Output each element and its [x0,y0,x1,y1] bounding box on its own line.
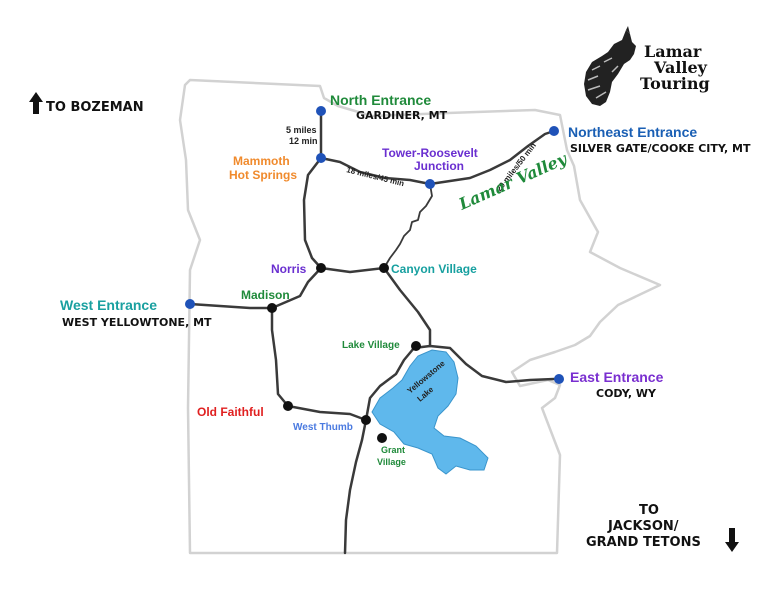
distance-gardiner-mammoth-line1: 5 miles [286,125,317,135]
tower-roosevelt-label-line2[interactable]: Junction [414,159,464,173]
road-west-madison [188,302,274,310]
road-oldfaithful-westthumb [286,404,368,422]
old-faithful-dot[interactable] [283,401,293,411]
logo-text-line3: Touring [640,74,710,93]
road-south [343,418,368,555]
logo-text-line2: Valley [654,58,707,77]
silver-gate-label: SILVER GATE/COOKE CITY, MT [570,142,751,155]
norris-label[interactable]: Norris [271,262,307,276]
tower-roosevelt-dot[interactable] [425,179,435,189]
road-lake-east [428,344,556,384]
mammoth-label-line1[interactable]: Mammoth [233,154,290,168]
yellowstone-lake [371,349,489,475]
west-yellowstone-label: WEST YELLOWTONE, MT [62,316,212,329]
north-entrance-dot[interactable] [316,106,326,116]
canyon-village-label[interactable]: Canyon Village [391,262,477,276]
tower-roosevelt-label-line1[interactable]: Tower-Roosevelt [382,146,478,160]
madison-dot[interactable] [267,303,277,313]
to-label: TO [639,503,659,518]
mammoth-label-line2[interactable]: Hot Springs [229,168,297,182]
road-canyon-lake [382,266,432,348]
road-mammoth-norris [302,156,323,270]
east-entrance-dot[interactable] [554,374,564,384]
road-tower-canyon [383,183,433,269]
road-norris-canyon [319,266,386,274]
road-tower-northeast [428,129,556,186]
west-entrance-dot[interactable] [185,299,195,309]
lake-village-dot[interactable] [411,341,421,351]
old-faithful-label[interactable]: Old Faithful [197,405,264,419]
grant-village-label-line2[interactable]: Village [377,457,406,467]
grant-village-dot[interactable] [377,433,387,443]
distance-gardiner-mammoth-line2: 12 min [289,136,318,146]
west-entrance-label[interactable]: West Entrance [60,297,157,313]
road-norris-madison [270,266,323,310]
mammoth-dot[interactable] [316,153,326,163]
jackson-label: JACKSON/ [608,519,679,534]
madison-label[interactable]: Madison [241,288,290,302]
grant-village-label-line1[interactable]: Grant [381,445,406,455]
north-entrance-label[interactable]: North Entrance [330,92,432,108]
north-arrow-icon [29,92,43,114]
northeast-entrance-dot[interactable] [549,126,559,136]
road-mammoth-tower [319,156,432,186]
east-entrance-label[interactable]: East Entrance [570,369,664,385]
howling-wolf-icon [584,26,636,106]
to-bozeman-label: TO BOZEMAN [46,100,144,115]
gardiner-label: GARDINER, MT [356,109,448,122]
canyon-dot[interactable] [379,263,389,273]
west-thumb-label[interactable]: West Thumb [293,422,353,433]
south-arrow-icon [725,528,739,552]
logo-text-line1: Lamar [644,42,702,61]
west-thumb-dot[interactable] [361,415,371,425]
road-madison-oldfaithful [270,306,290,408]
lake-village-label[interactable]: Lake Village [342,340,400,351]
cody-label: CODY, WY [596,387,657,400]
northeast-entrance-label[interactable]: Northeast Entrance [568,124,698,140]
norris-dot[interactable] [316,263,326,273]
grand-tetons-label: GRAND TETONS [586,535,701,550]
